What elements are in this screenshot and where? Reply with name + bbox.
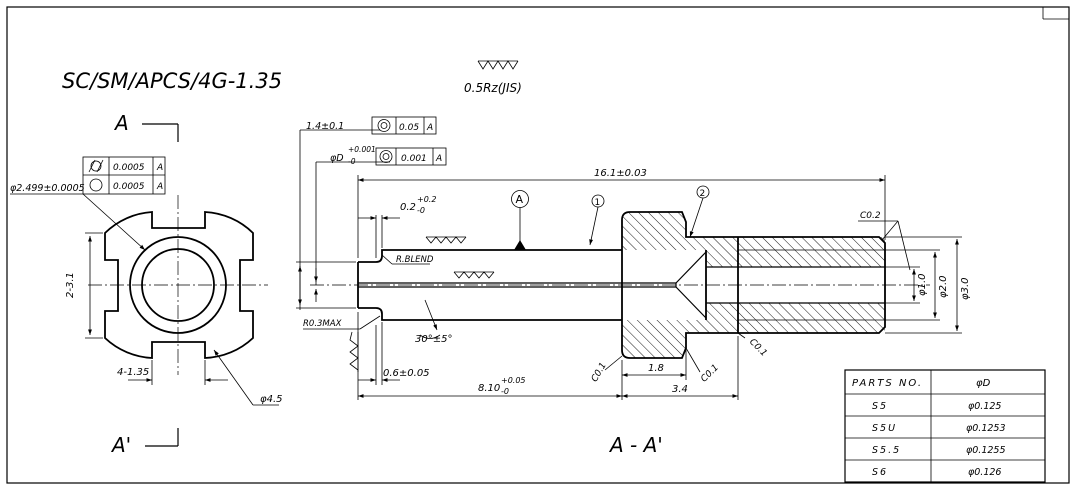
concentricity-icon: [89, 178, 103, 192]
dim-end-view-height: 2-3.1: [65, 272, 76, 298]
label-r-blend: R.BLEND: [396, 255, 434, 265]
parts-table-row-1-no: S5: [872, 401, 888, 412]
parts-table-row-4-no: S6: [872, 467, 888, 478]
parts-table-header-d: φD: [976, 378, 991, 389]
parts-table-row-3-no: S5.5: [872, 445, 901, 456]
svg-text:A: A: [516, 193, 524, 206]
dim-dia-2: φ2.0: [938, 276, 949, 299]
fcf-left-datum-2: A: [156, 182, 163, 192]
surface-finish-icon: [477, 60, 519, 70]
end-view-outline: [104, 211, 254, 359]
datum-a-symbol: A: [511, 190, 529, 250]
parts-table-row-1-d: φ0.125: [968, 401, 1001, 412]
dim-rear-length: 3.4: [672, 384, 688, 395]
fcf-bore-lower: -0: [348, 157, 356, 166]
fcf-bore-datum: A: [435, 154, 442, 164]
surface-finish-icon: [425, 236, 467, 244]
parts-table-row-4-d: φ0.126: [968, 467, 1001, 478]
dim-main-length-lower: -0: [501, 387, 509, 396]
concentricity-icon: [379, 150, 393, 163]
parts-table-row-2-no: S5U: [872, 423, 897, 434]
dim-dia-3: φ3.0: [960, 278, 971, 301]
parts-table: PARTS NO. φD S5 φ0.125 S5U φ0.1253 S5.5 …: [844, 369, 1046, 483]
fcf-top-tolerance: 0.05: [399, 123, 419, 133]
section-label-bottom: A': [110, 433, 131, 457]
cylindricity-icon: [88, 159, 104, 173]
fcf-bore-upper: +0.001: [348, 145, 376, 154]
dim-end-view-diameter: φ4.5: [260, 394, 283, 405]
surface-finish-label: 0.5Rz(JIS): [464, 81, 522, 95]
fcf-top-dimension: 1.4±0.1: [306, 121, 344, 132]
parts-table-header-no: PARTS NO.: [852, 378, 923, 389]
fcf-left-tol-1: 0.0005: [113, 163, 145, 173]
dim-step-upper: +0.2: [417, 195, 436, 204]
dim-angle: 30°±5°: [415, 334, 452, 345]
section-label-top: A: [113, 111, 129, 135]
fcf-left-dimension: φ2.499±0.0005: [10, 183, 85, 194]
drawing-border: [6, 6, 1070, 484]
parts-table-row-3-d: φ0.1255: [966, 445, 1006, 456]
section-view: 16.1±0.03 1.4±0.1 0.05 A φD +0.001 -0: [296, 116, 971, 457]
chamfer-c02: C0.2: [860, 211, 881, 221]
section-view-label: A - A': [608, 433, 663, 457]
chamfer-c01-c: C0.1: [747, 337, 769, 359]
dim-end-view-width: 4-1.35: [117, 367, 149, 378]
dim-step: 0.2: [400, 202, 416, 213]
svg-text:1: 1: [595, 198, 601, 208]
dim-flange-width: 1.8: [648, 363, 664, 374]
part-number-title: SC/SM/APCS/4G-1.35: [62, 69, 282, 93]
dim-main-length: 8.10: [478, 383, 500, 394]
label-r-max: R0.3MAX: [303, 319, 342, 329]
balloon-2: 2: [689, 185, 710, 238]
surface-finish-icon: [453, 271, 495, 279]
end-view: A A' 2-3.1 4-1.35 φ4.5 φ2.499±0.0005: [10, 111, 283, 457]
fcf-left-datum-1: A: [156, 163, 163, 173]
fcf-left-tol-2: 0.0005: [113, 182, 145, 192]
parts-table-row-2-d: φ0.1253: [966, 423, 1006, 434]
concentricity-icon: [377, 119, 391, 132]
fcf-top-datum: A: [426, 123, 433, 133]
dim-short-length: 0.6±0.05: [383, 368, 430, 379]
dim-step-lower: -0: [417, 206, 425, 215]
fcf-bore-tolerance: 0.001: [401, 154, 427, 164]
surface-finish-icon: [349, 331, 359, 371]
dim-main-length-upper: +0.05: [501, 376, 526, 385]
fcf-bore-base: φD: [330, 153, 344, 164]
dim-overall-length: 16.1±0.03: [594, 168, 647, 179]
balloon-1: 1: [589, 194, 605, 246]
chamfer-c01-a: C0.1: [590, 361, 609, 384]
svg-text:2: 2: [700, 189, 706, 199]
dim-dia-1: φ1.0: [917, 274, 928, 297]
chamfer-c01-b: C0.1: [699, 363, 721, 385]
